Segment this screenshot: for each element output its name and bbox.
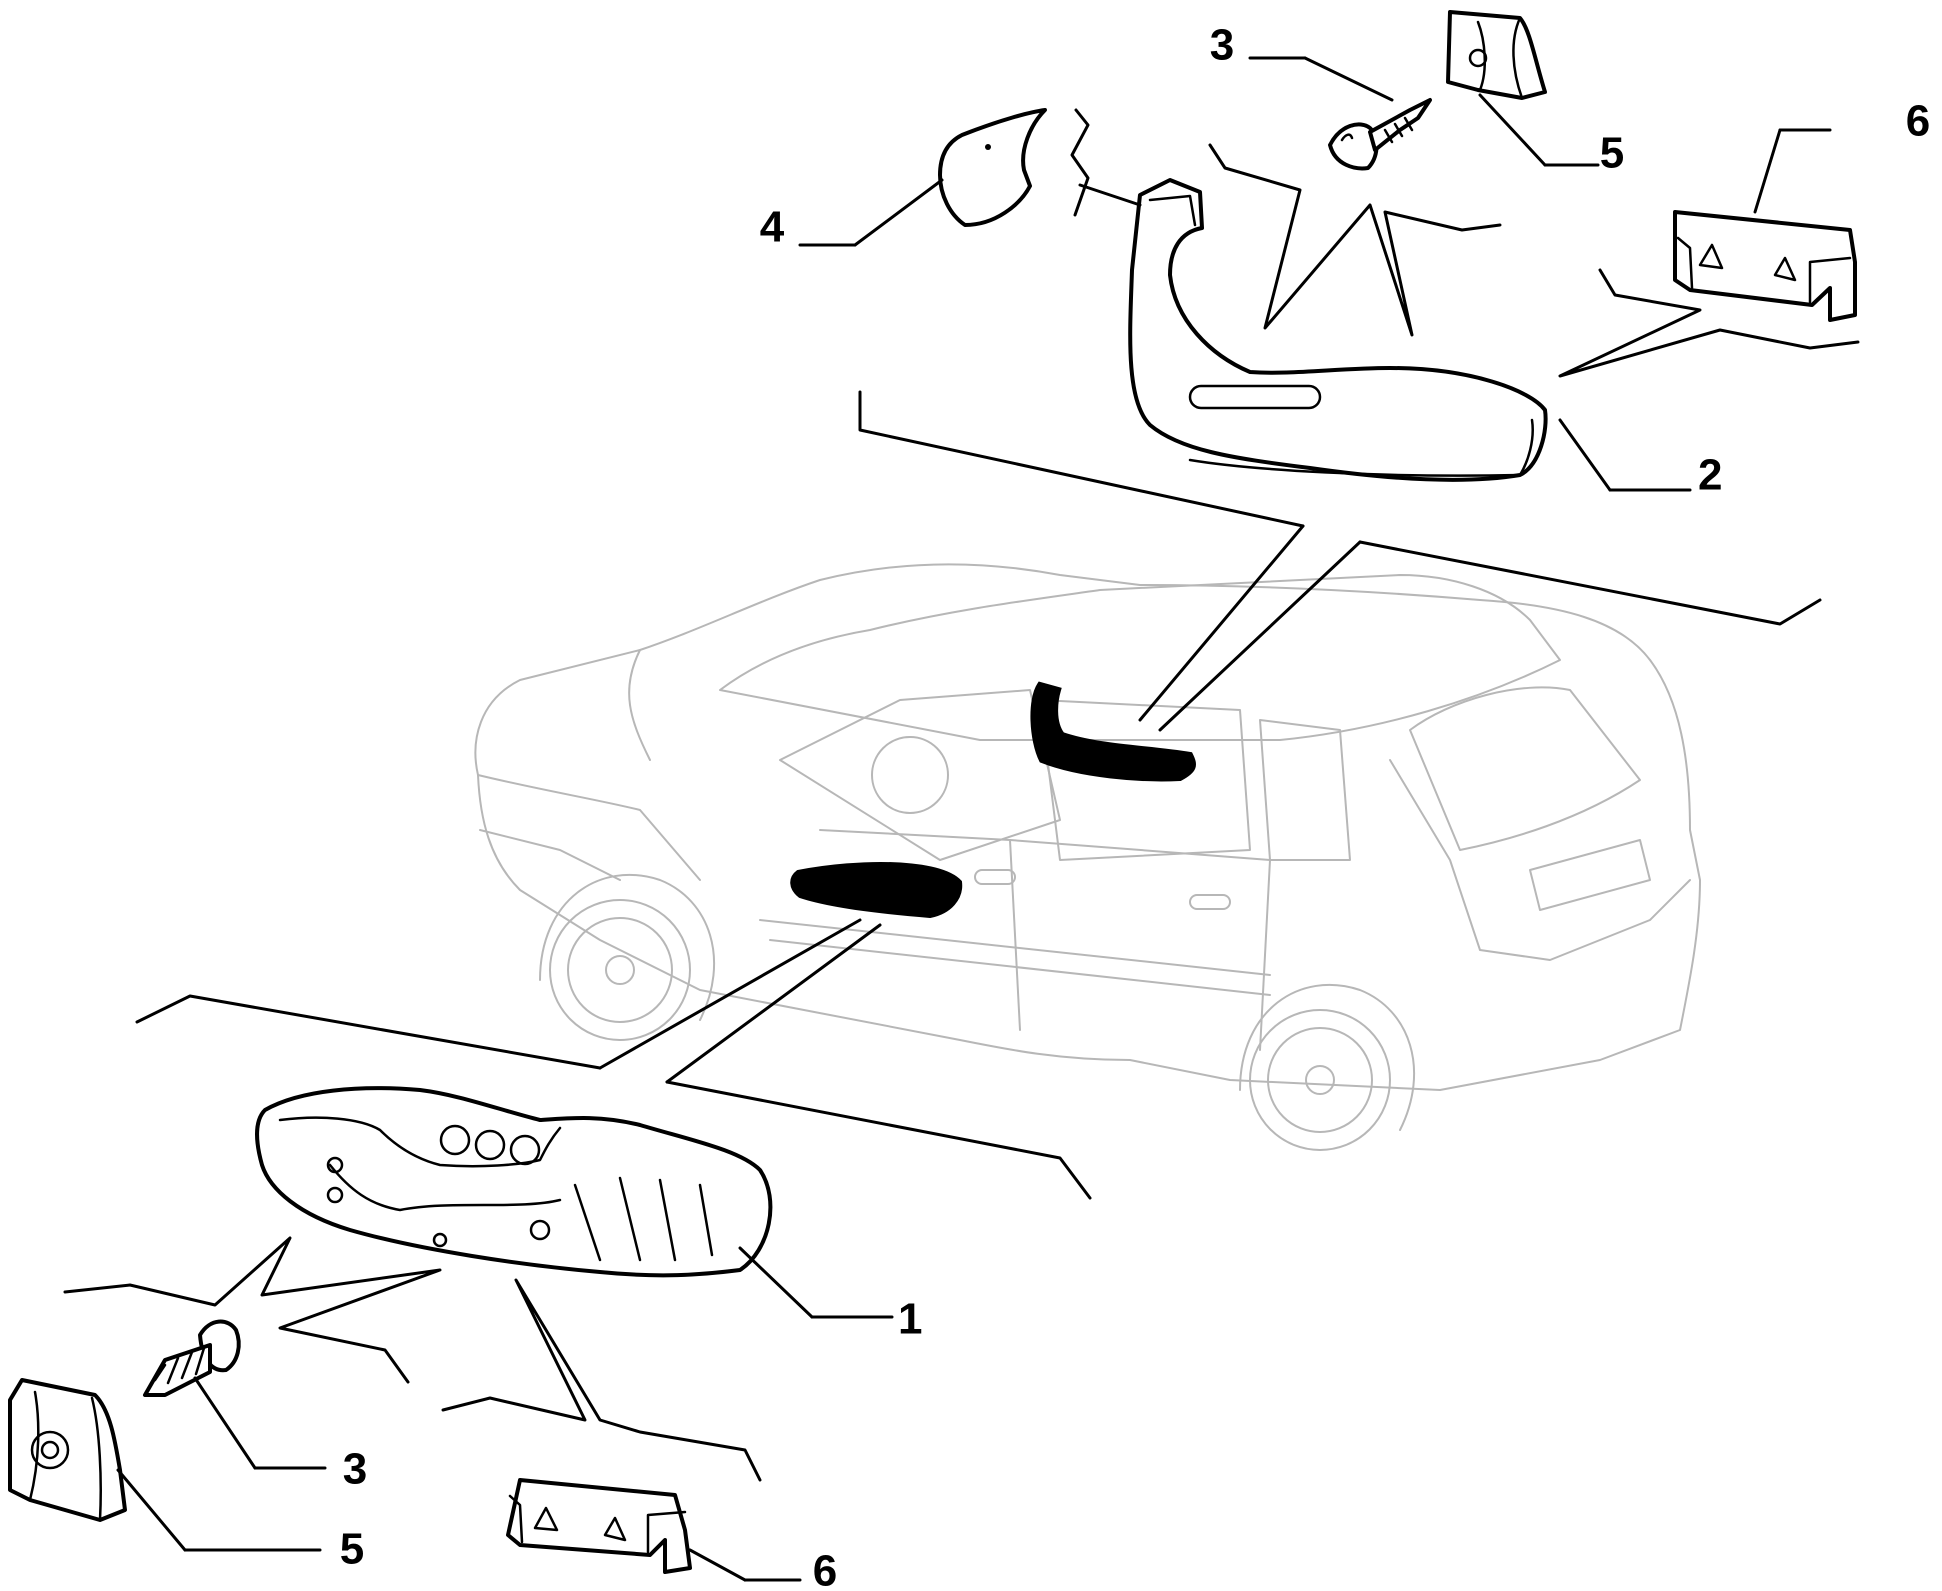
lower-group-bracket [135, 994, 1092, 1200]
leader-5a [1478, 93, 1547, 167]
upper-grab-handle [1070, 108, 1548, 482]
leader-6c [688, 1548, 747, 1582]
insert-bottom [506, 1478, 692, 1574]
upper-group-bracket [858, 390, 1822, 626]
lower-fastener-wedge [63, 1236, 442, 1384]
screw-bottom [143, 1319, 241, 1397]
screw-top [1328, 98, 1432, 171]
upper-handle-location-highlight [1030, 681, 1196, 782]
lower-handle-location-highlight [790, 861, 963, 919]
leader-5c [116, 1468, 187, 1552]
leader-4b [853, 178, 944, 247]
leader-3b [1303, 56, 1394, 102]
callout-label-1: 1 [898, 1295, 922, 1344]
callout-label-6-top: 6 [1906, 97, 1930, 146]
leader-1a [738, 1246, 814, 1319]
leader-3c [193, 1376, 257, 1470]
callout-label-6-bottom: 6 [813, 1547, 837, 1591]
lower-grab-handle [255, 1086, 773, 1278]
leader-6b [1753, 128, 1782, 214]
callout-label-5-top: 5 [1600, 129, 1624, 178]
callout-label-3-top: 3 [1210, 21, 1234, 70]
car-outline [474, 563, 1701, 1151]
callout-label-2: 2 [1698, 451, 1722, 500]
end-cover [938, 108, 1047, 227]
leader-2 [1558, 418, 1612, 492]
clip-top [1446, 10, 1547, 100]
insert-top [1673, 210, 1857, 322]
callout-label-3-bottom: 3 [343, 1445, 367, 1494]
top-insert-wedge [1558, 268, 1860, 378]
lower-handle-callout-wedge [598, 918, 882, 1084]
callout-label-4: 4 [760, 203, 785, 252]
upper-handle-callout-wedge [1138, 524, 1362, 732]
clip-bottom [8, 1378, 127, 1522]
callout-label-5-bottom: 5 [340, 1525, 364, 1574]
lower-insert-wedge [441, 1278, 762, 1482]
top-fastener-wedge [1208, 143, 1502, 337]
